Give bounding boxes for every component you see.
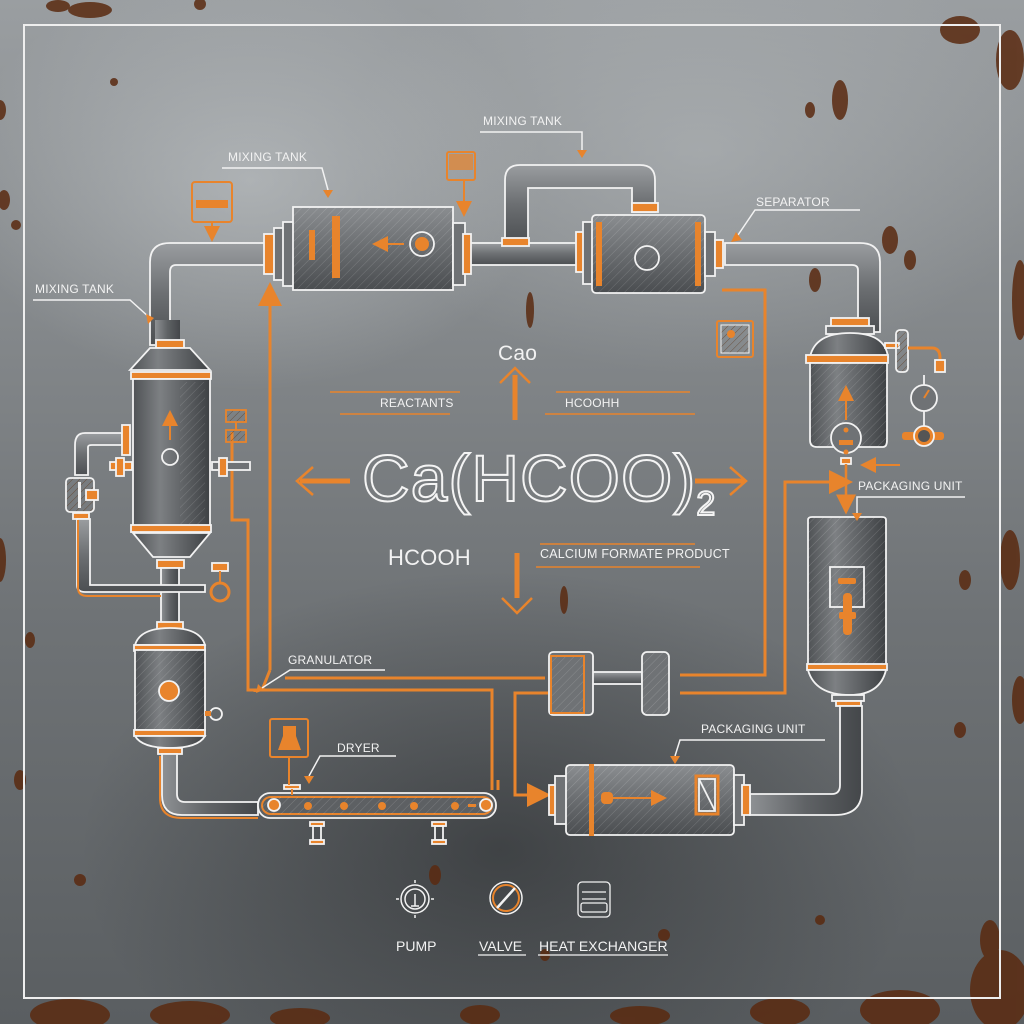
instrument-box-3 [716, 320, 754, 358]
packaging-unit-vertical [749, 516, 888, 816]
valve-icon [489, 881, 523, 915]
legend-valve-label: VALVE [479, 938, 523, 954]
mixing-tank-2 [575, 214, 724, 294]
formula-calcium-formate: Ca(HCOO)2 [361, 440, 717, 524]
packaging-unit-horizontal [548, 764, 751, 836]
legend-pump-label: PUMP [396, 938, 437, 954]
pump-gauge-icon [396, 880, 434, 918]
label-separator: SEPARATOR [756, 195, 830, 209]
top-pipes [149, 164, 881, 346]
instrument-icons [191, 151, 754, 785]
heat-exchanger-unit [548, 651, 670, 716]
reagent-hcooh: HCOOH [388, 545, 471, 570]
flow-lines [230, 282, 853, 807]
label-reactants: REACTANTS [380, 396, 454, 410]
label-arrowheads [146, 150, 862, 784]
label-mixing-tank-upper-left: MIXING TANK [228, 150, 308, 164]
reaction-arrows [295, 366, 748, 615]
label-mixing-tank-top: MIXING TANK [483, 114, 563, 128]
outer-frame [23, 24, 1001, 999]
label-granulator: GRANULATOR [288, 653, 373, 667]
reagent-cao: Cao [498, 342, 538, 365]
mixing-tank-vertical [65, 320, 251, 629]
label-dryer: DRYER [337, 741, 380, 755]
label-packaging-unit-right: PACKAGING UNIT [858, 479, 963, 493]
label-mixing-tank-left: MIXING TANK [35, 282, 115, 296]
heat-exchanger-icon [577, 881, 611, 918]
reagent-hcoohh: HCOOHH [565, 396, 620, 410]
legend-heat-exchanger-label: HEAT EXCHANGER [539, 938, 668, 954]
label-packaging-unit-bottom: PACKAGING UNIT [701, 722, 806, 736]
dryer-conveyor [257, 784, 497, 845]
instrument-box-2 [446, 151, 476, 181]
label-leaders [33, 131, 965, 777]
mixing-tank-1 [263, 206, 472, 291]
separator-tank [805, 317, 946, 515]
label-calcium-formate-product: CALCIUM FORMATE PRODUCT [540, 547, 730, 561]
lower-left-tank [133, 621, 259, 819]
